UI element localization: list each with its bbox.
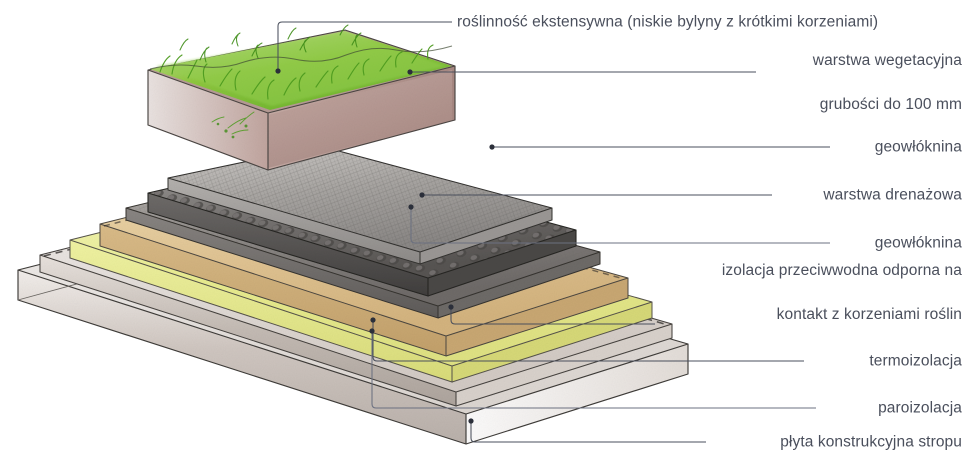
leader-vegetation [277,21,452,71]
label-structural-slab: płyta konstrukcyjna stropu [780,433,962,451]
leader-geotextile-bottom [410,207,830,244]
leader-dot-vapour-barrier [369,328,375,334]
leader-dot-geotextile-top [489,144,495,150]
leader-dot-structural-slab [468,418,474,424]
label-thermal-insulation: termoizolacja [869,352,962,370]
leader-waterproofing [450,307,655,325]
leader-lines [275,21,830,443]
label-waterproofing-line2: kontakt z korzeniami roślin [776,306,962,323]
label-vapour-barrier: paroizolacja [878,399,962,417]
layer-vegetation [149,24,453,139]
leader-structural-slab [470,421,706,443]
label-growing-medium: warstwa wegetacyjna grubości do 100 mm [642,28,962,138]
leader-dot-waterproofing [448,304,454,310]
leader-thermal-insulation [372,320,804,362]
layer-geotextile-top [167,145,553,265]
label-growing-medium-line2: grubości do 100 mm [819,96,962,113]
label-waterproofing: izolacja przeciwwodna odporna na kontakt… [622,238,962,348]
label-drainage: warstwa drenażowa [823,186,962,204]
label-growing-medium-line1: warstwa wegetacyjna [812,52,962,69]
leader-dot-thermal-insulation [370,317,376,323]
label-vegetation: roślinność ekstensywna (niskie bylyny z … [457,13,879,31]
leader-dot-growing-medium [407,69,413,75]
label-waterproofing-line1: izolacja przeciwwodna odporna na [721,262,962,279]
label-geotextile-top: geowłóknina [874,138,962,156]
leader-vapour-barrier [371,331,816,409]
leader-dot-geotextile-bottom [408,204,414,210]
label-geotextile-bottom: geowłóknina [874,234,962,252]
leader-dot-vegetation [275,68,281,74]
leader-dot-drainage [419,192,425,198]
